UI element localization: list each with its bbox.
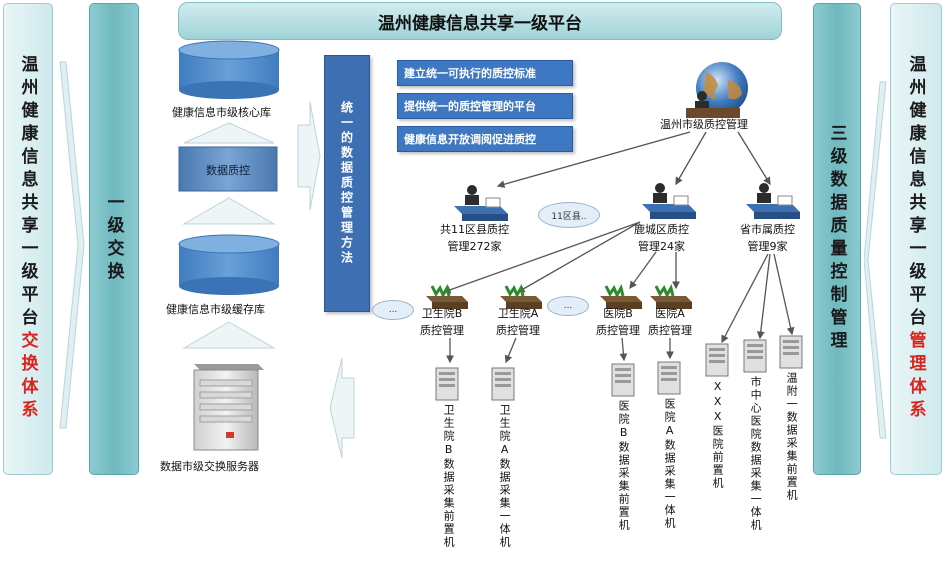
cache-database-icon (178, 234, 280, 295)
health-center-a-qc-label: 卫生院A 质控管理 (496, 306, 540, 339)
data-quality-label: 数据质控 (206, 164, 250, 177)
quality-method-box: 统一的数据质控管理方法 (324, 55, 370, 312)
hospital-a-line1: 医院A (655, 307, 685, 320)
right-arrow-icon (297, 101, 321, 211)
health-center-b-desk-icon (426, 284, 468, 309)
left-arrow-icon (329, 357, 355, 459)
machine-icon-2 (491, 367, 515, 401)
provincial-qc-line2: 管理9家 (747, 239, 788, 253)
city-qc-label: 温州市级质控管理 (660, 118, 748, 131)
quality-control-label: 三级数据质量控制管理 (826, 124, 847, 354)
machine-icon-5 (705, 343, 729, 377)
machine-label-2: 卫生院A数据采集一体机 (498, 404, 512, 549)
right-chevron-arrow (864, 81, 887, 439)
right-platform-bar: 温州健康信息共享一级平台 管理体系 (890, 3, 942, 475)
up-arrow-icon-2 (182, 197, 276, 225)
machine-icon-6 (743, 339, 767, 373)
machine-label-5: XXX医院前置机 (711, 380, 725, 490)
health-center-a-line2: 质控管理 (496, 323, 540, 337)
hospital-b-qc-label: 医院B 质控管理 (596, 306, 640, 339)
health-center-a-desk-icon (500, 284, 542, 309)
exchange-server-icon (193, 364, 264, 451)
machine-label-7: 温附一数据采集前置机 (785, 372, 799, 502)
core-database-icon (178, 40, 280, 99)
city-manager-globe-icon (686, 62, 748, 118)
machine-icon-4 (657, 361, 681, 395)
machine-label-1: 卫生院B数据采集前置机 (442, 404, 456, 549)
hospital-a-line2: 质控管理 (648, 323, 692, 337)
up-arrow-icon-3 (182, 321, 276, 349)
provincial-qc-desk-icon (746, 183, 800, 219)
county-qc-desk-icon (454, 185, 508, 221)
cloud-dots-2: ... (547, 296, 589, 316)
machine-icon-3 (611, 363, 635, 397)
right-bar-title: 温州健康信息共享一级平台 (905, 55, 926, 331)
machine-icon-7 (779, 335, 803, 369)
machine-label-3: 医院B数据采集前置机 (617, 400, 631, 532)
principle-box-2: 提供统一的质控管理的平台 (397, 93, 573, 119)
principle-box-1: 建立统一可执行的质控标准 (397, 60, 573, 86)
server-label: 数据市级交换服务器 (160, 460, 259, 473)
districts-cloud: 11区县.. (538, 202, 600, 228)
machine-label-4: 医院A数据采集一体机 (663, 398, 677, 530)
county-qc-line2: 管理272家 (447, 239, 502, 253)
hospital-b-line1: 医院B (603, 307, 633, 320)
hospital-a-qc-label: 医院A 质控管理 (648, 306, 692, 339)
up-arrow-icon (183, 122, 275, 144)
hospital-b-line2: 质控管理 (596, 323, 640, 337)
quality-method-label: 统一的数据质控管理方法 (339, 101, 354, 266)
principle-box-3: 健康信息开放调阅促进质控 (397, 126, 573, 152)
county-qc-line1: 共11区县质控 (440, 223, 509, 236)
health-center-b-line2: 质控管理 (420, 323, 464, 337)
provincial-qc-label: 省市属质控 管理9家 (740, 222, 795, 255)
cloud-dots-1: ... (372, 300, 414, 320)
lucheng-qc-desk-icon (642, 183, 696, 219)
machine-label-6: 市中心医院数据采集一体机 (749, 376, 763, 532)
exchange-bar: 一级交换 (89, 3, 139, 475)
right-bar-subtitle: 管理体系 (905, 331, 926, 423)
exchange-bar-label: 一级交换 (103, 193, 124, 285)
lucheng-qc-label: 鹿城区质控 管理24家 (634, 222, 689, 255)
health-center-a-line1: 卫生院A (497, 307, 539, 320)
left-platform-bar: 温州健康信息共享一级平台 交换体系 (3, 3, 53, 475)
hospital-a-desk-icon (650, 284, 692, 309)
county-qc-label: 共11区县质控 管理272家 (440, 222, 509, 255)
core-db-label: 健康信息市级核心库 (172, 106, 271, 119)
lucheng-qc-line2: 管理24家 (638, 239, 685, 253)
provincial-qc-line1: 省市属质控 (740, 223, 795, 236)
health-center-b-qc-label: 卫生院B 质控管理 (420, 306, 464, 339)
left-bar-subtitle: 交换体系 (17, 331, 38, 423)
health-center-b-line1: 卫生院B (421, 307, 463, 320)
hospital-b-desk-icon (600, 284, 642, 309)
data-quality-icon (178, 146, 278, 192)
left-bar-title: 温州健康信息共享一级平台 (17, 55, 38, 331)
cache-db-label: 健康信息市级缓存库 (166, 303, 265, 316)
lucheng-qc-line1: 鹿城区质控 (634, 223, 689, 236)
left-chevron-arrow (59, 61, 85, 429)
page-title: 温州健康信息共享一级平台 (178, 2, 782, 40)
quality-control-bar: 三级数据质量控制管理 (813, 3, 861, 475)
machine-icon-1 (435, 367, 459, 401)
